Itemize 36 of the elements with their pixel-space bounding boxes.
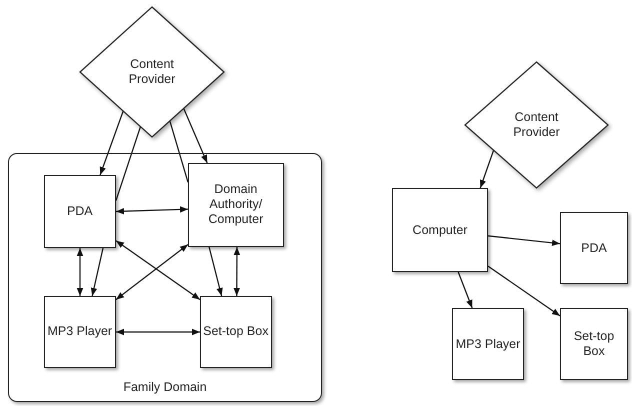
process-box: [392, 188, 488, 272]
arrow: [458, 272, 473, 308]
process-box: [188, 162, 284, 247]
arrow: [116, 206, 188, 214]
process-box: [452, 308, 524, 380]
process-box: [44, 296, 116, 368]
arrow: [234, 247, 240, 296]
process-box: [560, 212, 628, 284]
arrow: [488, 266, 560, 316]
group-box: [8, 153, 322, 402]
arrow: [116, 328, 200, 336]
arrow: [480, 150, 494, 188]
node-label: Computer: [412, 222, 468, 238]
node-label: PDA: [66, 204, 93, 219]
arrow: [116, 244, 188, 300]
decision-diamond: [80, 7, 224, 137]
node-label: MP3 Player: [456, 336, 520, 352]
arrow: [208, 246, 223, 296]
node-label: MP3 Player: [47, 324, 112, 340]
arrow: [90, 248, 104, 296]
arrow: [76, 248, 84, 296]
node-label: Content Provider: [128, 57, 176, 87]
arrow: [116, 240, 200, 300]
arrow: [100, 110, 124, 176]
decision-diamond: [465, 62, 608, 188]
node-label: Family Domain: [123, 380, 207, 395]
node-label: Content Provider: [512, 110, 561, 140]
arrow: [183, 108, 208, 164]
node-label: Set-top Box: [572, 329, 616, 359]
arrow: [488, 235, 560, 246]
node-label: Domain Authority/ Computer: [207, 182, 264, 228]
node-label: Set-top Box: [203, 324, 268, 340]
process-box: [200, 296, 272, 368]
process-box: [44, 174, 116, 248]
process-box: [560, 308, 628, 380]
node-label: PDA: [581, 240, 607, 256]
